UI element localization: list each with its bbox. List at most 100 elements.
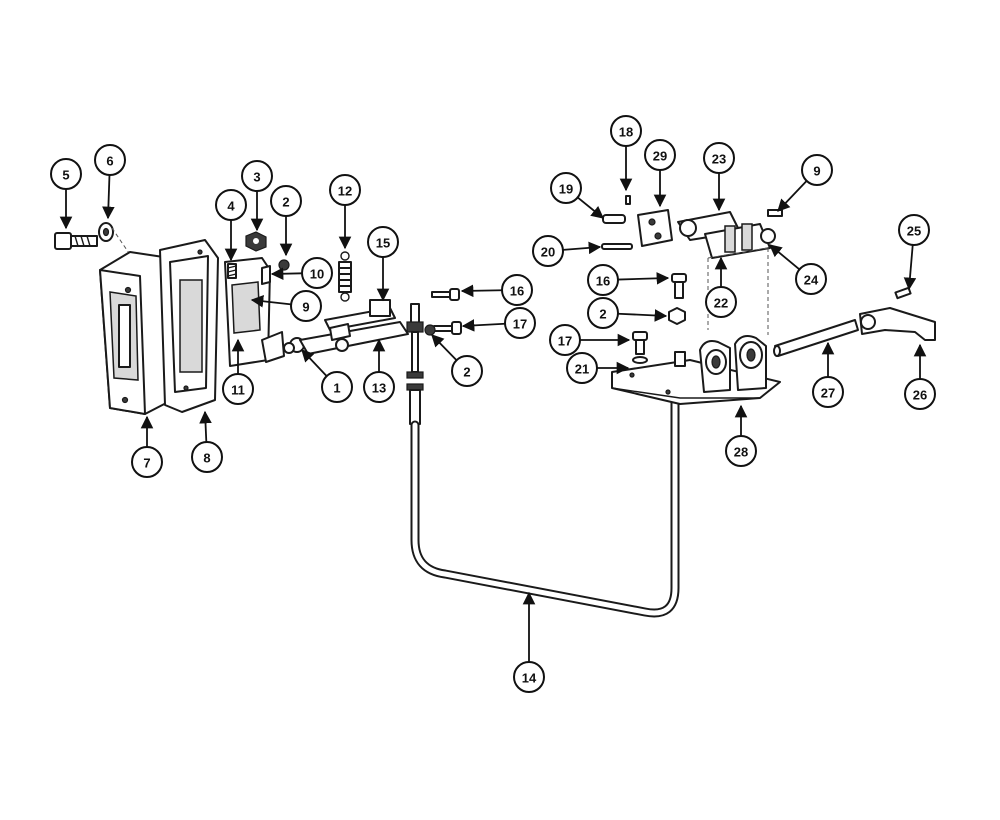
callout-number: 25 (907, 224, 921, 239)
callout-number: 2 (282, 195, 289, 210)
callout-number: 12 (338, 184, 352, 199)
callout-number: 17 (513, 317, 527, 332)
callout-number: 4 (227, 199, 235, 214)
callout-number: 20 (541, 245, 555, 260)
callout-8: 8 (191, 410, 223, 473)
callout-circle (329, 174, 361, 206)
mounting-bracket-part (611, 335, 781, 405)
callout-circle (131, 446, 163, 478)
callout-leader-arrow (270, 267, 303, 281)
callout-circle (532, 235, 564, 267)
callout-leader-arrow (577, 196, 604, 219)
callout-number: 9 (302, 300, 309, 315)
callout-circle (513, 661, 545, 693)
callout-9: 9 (250, 290, 322, 322)
callout-circle (550, 172, 582, 204)
callout-circle (587, 264, 619, 296)
callout-number: 6 (106, 154, 113, 169)
callout-circle (321, 371, 353, 403)
small-nut-part-2 (424, 324, 436, 336)
bolt-part-3 (632, 331, 648, 355)
callout-circle (367, 226, 399, 258)
callout-number: 14 (522, 671, 537, 686)
handle-bezel-part (99, 251, 173, 415)
callout-25: 25 (898, 214, 930, 291)
callout-circle (644, 139, 676, 171)
callout-leader-arrow (777, 180, 808, 212)
callout-16: 16 (587, 264, 670, 296)
callout-13: 13 (363, 338, 395, 403)
callout-26: 26 (904, 343, 936, 410)
callout-27: 27 (812, 341, 844, 408)
callout-leader-arrow (102, 174, 115, 220)
callout-circle (504, 307, 536, 339)
callout-24: 24 (769, 244, 827, 295)
callout-leader-arrow (617, 272, 670, 285)
callout-leader-arrow (562, 241, 602, 255)
callout-circle (904, 378, 936, 410)
callout-number: 21 (575, 362, 589, 377)
callout-number: 27 (821, 386, 835, 401)
callout-number: 7 (143, 456, 150, 471)
washer-part-2 (632, 356, 648, 364)
callout-circle (215, 189, 247, 221)
callout-number: 3 (253, 170, 260, 185)
callout-leader-arrow (250, 294, 292, 308)
cap-screw-part (431, 288, 460, 301)
callout-number: 10 (310, 267, 324, 282)
actuator-part (677, 211, 776, 259)
callout-circle (587, 297, 619, 329)
callout-5: 5 (50, 158, 82, 230)
callout-circle (705, 286, 737, 318)
callout-29: 29 (644, 139, 676, 208)
callout-circle (725, 435, 757, 467)
callout-circle (241, 160, 273, 192)
callout-circle (703, 142, 735, 174)
callout-circle (812, 376, 844, 408)
callout-number: 2 (599, 307, 606, 322)
callout-7: 7 (131, 415, 163, 478)
callout-number: 28 (734, 445, 748, 460)
callout-circle (549, 324, 581, 356)
callout-23: 23 (703, 142, 735, 212)
callout-circle (290, 290, 322, 322)
callout-number: 11 (231, 383, 245, 398)
cotter-pin-part (601, 243, 633, 250)
callout-circle (801, 154, 833, 186)
washer-part (98, 222, 114, 242)
gasket-part (159, 239, 219, 413)
bolt-part-2 (671, 273, 687, 299)
callout-circle (451, 355, 483, 387)
callout-circle (222, 373, 254, 405)
callout-10: 10 (270, 257, 333, 289)
callout-leader-arrow (769, 244, 801, 271)
cap-screw-part-2 (433, 321, 462, 335)
callout-2: 2 (431, 334, 483, 387)
callout-2: 2 (270, 185, 302, 257)
callout-number: 18 (619, 125, 633, 140)
callout-number: 26 (913, 388, 927, 403)
callout-circle (566, 352, 598, 384)
callout-leader-arrow (617, 309, 668, 322)
rod-part (773, 319, 859, 357)
spring-part (338, 251, 352, 302)
callout-circle (610, 115, 642, 147)
lever-part (859, 307, 936, 341)
small-nut-part (278, 259, 290, 271)
callout-leader-arrow (199, 410, 212, 443)
callout-circle (191, 441, 223, 473)
callout-circle (270, 185, 302, 217)
clip-part (261, 265, 271, 285)
callout-28: 28 (725, 404, 757, 467)
callout-15: 15 (367, 226, 399, 302)
callout-number: 15 (376, 236, 390, 251)
callout-number: 22 (714, 296, 728, 311)
callout-circle (795, 263, 827, 295)
nut-part (245, 231, 267, 252)
callout-circle (363, 371, 395, 403)
callout-leader-arrow (431, 334, 458, 361)
callout-leader-arrow (903, 244, 917, 291)
